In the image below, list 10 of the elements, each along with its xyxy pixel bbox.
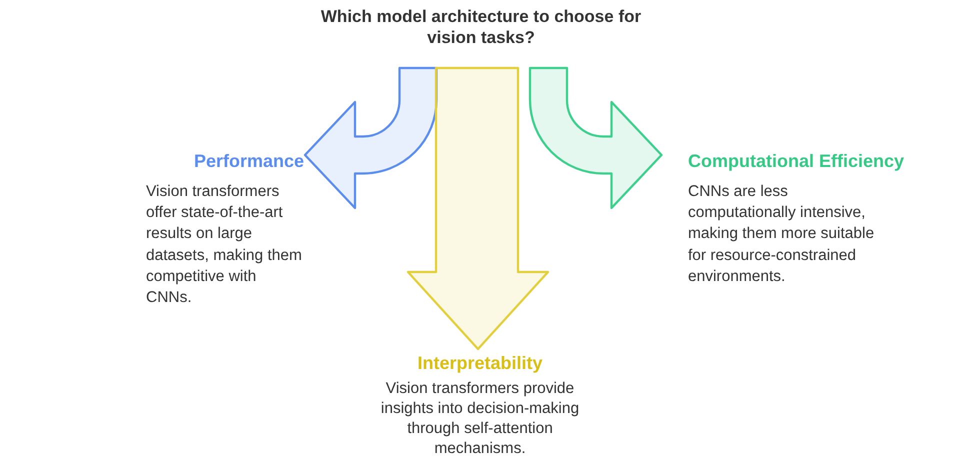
curved-arrow [406, 66, 550, 350]
section-heading: Performance [194, 150, 304, 172]
section-heading: Computational Efficiency [688, 150, 904, 172]
description-text: Vision transformers provide insights into decision-making through self-attention mechanisms. [380, 378, 580, 459]
curved-arrow [304, 66, 438, 210]
curved-arrow [528, 66, 663, 210]
description-text: Vision transformers offer state-of-the-art results on large datasets, making them competitive with CNNs. [146, 182, 303, 308]
question-heading: Which model architecture to choose for vision tasks? [320, 6, 642, 48]
description-text: CNNs are less computationally intensive, making them more suitable for resource-constrained environments. [688, 182, 876, 287]
section-heading: Interpretability [417, 352, 543, 374]
